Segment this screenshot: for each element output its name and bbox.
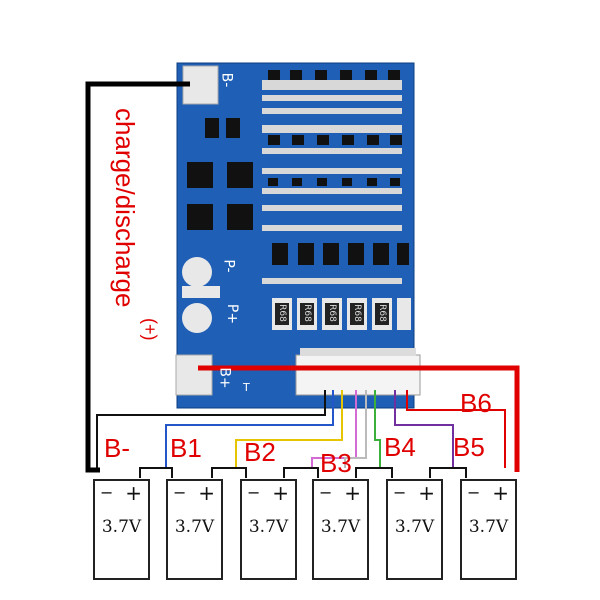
charge-discharge-label: charge/discharge [110,108,140,308]
balance-label-b1: B1 [170,433,202,463]
balance-label-b3: B3 [320,448,352,478]
balance-label-b4: B4 [384,432,416,462]
cell-voltage: 3.7V [394,517,435,537]
negative-terminal: − [467,483,481,502]
pad-label-b-minus: B- [218,72,235,88]
pad-label-t: T [243,381,250,394]
balance-label-b2: B2 [244,437,276,467]
battery-cell-4: − + 3.7V [312,479,369,580]
battery-cell-5: − + 3.7V [386,479,443,580]
resistor-code-3: R68 [326,304,337,322]
main-negative-wire [85,81,190,473]
battery-cell-2: − + 3.7V [166,479,223,580]
plus-marker: (+) [140,318,160,341]
positive-terminal: + [198,481,215,505]
balance-label-b6: B6 [460,388,492,418]
negative-terminal: − [319,483,333,502]
balance-label-b-minus: B- [104,433,130,463]
pad-label-p-minus: P- [220,259,237,273]
positive-terminal: + [344,481,361,505]
pad-b-plus [175,354,213,396]
pad-p-plus [182,303,212,333]
positive-terminal: + [492,481,509,505]
cell-voltage: 3.7V [248,517,289,537]
positive-terminal: + [418,481,435,505]
negative-terminal: − [247,483,261,502]
balance-label-b5: B5 [453,432,485,462]
positive-terminal: + [272,481,289,505]
resistor-code-5: R68 [376,304,387,322]
pad-label-b-plus: B+ [216,367,233,389]
negative-terminal: − [100,483,114,502]
negative-terminal: − [393,483,407,502]
cell-voltage: 3.7V [174,517,215,537]
negative-terminal: − [173,483,187,502]
cell-voltage: 3.7V [101,517,142,537]
pad-label-p-plus: P+ [224,303,241,325]
positive-terminal: + [125,481,142,505]
resistor-code-1: R68 [276,304,287,322]
cell-voltage: 3.7V [320,517,361,537]
cell-voltage: 3.7V [468,517,509,537]
resistor-code-4: R68 [351,304,362,322]
mosfet-chips [187,118,253,230]
series-links [139,467,467,478]
battery-cell-1: − + 3.7V [93,479,150,580]
main-positive-wire [198,365,520,472]
sense-resistors [272,298,411,330]
pad-p-minus [182,257,212,287]
balance-connector [295,354,421,396]
balance-wires [96,390,506,468]
battery-cell-6: − + 3.7V [460,479,517,580]
resistor-code-2: R68 [301,304,312,322]
battery-cell-3: − + 3.7V [240,479,297,580]
smd-component-grid [262,70,409,284]
